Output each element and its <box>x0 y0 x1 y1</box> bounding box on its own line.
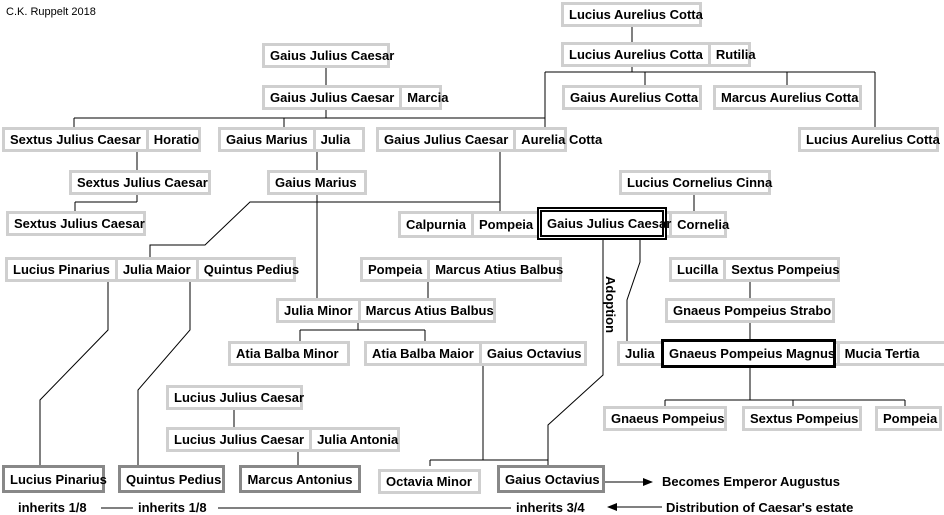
inherits-pinarius-label: inherits 1/8 <box>18 500 87 515</box>
person-name: Marcus Atius Balbus <box>427 260 568 279</box>
person-name: Sextus Pompeius <box>723 260 844 279</box>
author-credit: C.K. Ruppelt 2018 <box>6 6 96 18</box>
person-name: Gaius Marius <box>275 175 357 190</box>
person-name: Lucilla <box>677 262 719 277</box>
person-name: Gnaeus Pompeius <box>611 411 725 426</box>
person-name: Gaius Octavius <box>505 471 600 487</box>
estate-distribution-label: Distribution of Caesar's estate <box>666 500 854 515</box>
node-gnaeus-pompeius-magnus: Gnaeus Pompeius Magnus <box>661 339 836 368</box>
person-name: Marcus Atius Balbus <box>357 301 499 320</box>
person-name: Lucius Cornelius Cinna <box>627 175 773 190</box>
node-quintus-pedius-heir: Quintus Pedius <box>118 465 225 493</box>
node-gaius-julius-caesar-dictator: Gaius Julius Caesar <box>537 207 671 240</box>
node-pompeia-daughter: Pompeia <box>875 406 942 431</box>
node-gaius-julius-caesar-marcia: Gaius Julius Caesar Marcia <box>262 85 448 110</box>
adoption-text: Adoption <box>603 276 618 334</box>
node-lucius-pinarius-heir: Lucius Pinarius <box>2 465 107 493</box>
person-name: Gaius Julius Caesar <box>270 48 395 63</box>
person-name: Pompeia <box>883 411 938 426</box>
inherits-octavius-label: inherits 3/4 <box>516 500 585 515</box>
person-name: Gaius Julius Caesar <box>547 216 672 231</box>
node-gaius-julius-caesar-elder: Gaius Julius Caesar <box>262 43 394 68</box>
node-lucilla-sextus-pompeius: Lucilla Sextus Pompeius <box>669 257 840 282</box>
node-sextus-pompeius-son: Sextus Pompeius <box>742 406 862 431</box>
person-name: Mucia Tertia <box>836 344 925 363</box>
adoption-label: Adoption <box>598 276 618 336</box>
person-name: Sextus Julius Caesar <box>14 216 145 231</box>
node-lucius-aurelius-cotta-elder: Lucius Aurelius Cotta <box>561 2 703 27</box>
node-gaius-aurelius-cotta: Gaius Aurelius Cotta <box>562 85 702 110</box>
person-name: Gaius Aurelius Cotta <box>570 90 699 105</box>
person-name: Aurelia Cotta <box>513 130 607 149</box>
person-name: Marcia <box>399 88 453 107</box>
inherits-pedius-label: inherits 1/8 <box>138 500 207 515</box>
person-name: Quintus Pedius <box>126 471 222 487</box>
node-lucius-aurelius-cotta-rutilia: Lucius Aurelius Cotta Rutilia <box>561 42 756 67</box>
node-lucius-julius-caesar-julia-antonia: Lucius Julius Caesar Julia Antonia <box>166 427 400 452</box>
node-julia-maior-marriages: Lucius Pinarius Julia Maior Quintus Pedi… <box>5 257 299 282</box>
person-name: Lucius Aurelius Cotta <box>806 132 940 147</box>
node-atia-balba-minor: Atia Balba Minor <box>228 341 350 366</box>
person-name: Horatio <box>145 130 205 149</box>
person-name: Cornelia <box>669 214 734 235</box>
person-name: Gaius Julius Caesar <box>270 90 395 105</box>
person-name: Julia Antonia <box>309 430 403 449</box>
person-name: Gnaeus Pompeius Strabo <box>673 303 832 318</box>
person-name: Pompeia <box>470 214 538 235</box>
person-name: Lucius Aurelius Cotta <box>569 7 703 22</box>
node-octavia-minor: Octavia Minor <box>378 469 481 494</box>
node-gaius-octavius-heir: Gaius Octavius <box>497 465 605 493</box>
person-name: Julia Minor <box>284 303 353 318</box>
person-name: Lucius Aurelius Cotta <box>569 47 703 62</box>
node-atia-balba-maior-gaius-octavius: Atia Balba Maior Gaius Octavius <box>364 341 587 366</box>
person-name: Gaius Octavius <box>478 344 587 363</box>
person-name: Sextus Julius Caesar <box>10 132 141 147</box>
person-name: Marcus Aurelius Cotta <box>721 90 859 105</box>
emperor-augustus-label: Becomes Emperor Augustus <box>662 474 840 489</box>
person-name: Pompeia <box>368 262 423 277</box>
node-pompeia-marcus-atius-balbus: Pompeia Marcus Atius Balbus <box>360 257 563 282</box>
person-name: Lucius Pinarius <box>13 262 110 277</box>
node-gnaeus-pompeius-strabo: Gnaeus Pompeius Strabo <box>665 298 835 323</box>
node-sextus-julius-caesar-horatio: Sextus Julius Caesar Horatio <box>2 127 201 152</box>
person-name: Julia <box>312 130 356 149</box>
node-gnaeus-pompeius: Gnaeus Pompeius <box>603 406 727 431</box>
node-lucius-aurelius-cotta-younger: Lucius Aurelius Cotta <box>798 127 940 152</box>
person-name: Sextus Pompeius <box>750 411 859 426</box>
person-name: Julia Maior <box>114 260 196 279</box>
person-name: Sextus Julius Caesar <box>77 175 208 190</box>
node-marcus-aurelius-cotta: Marcus Aurelius Cotta <box>713 85 862 110</box>
node-marcus-antonius: Marcus Antonius <box>239 465 361 493</box>
person-name: Octavia Minor <box>386 474 472 489</box>
node-sextus-julius-caesar-son: Sextus Julius Caesar <box>69 170 211 195</box>
person-name: Gnaeus Pompeius Magnus <box>669 346 836 361</box>
node-gaius-marius-younger: Gaius Marius <box>267 170 367 195</box>
node-lucius-cornelius-cinna: Lucius Cornelius Cinna <box>619 170 772 195</box>
person-name: Gaius Marius <box>226 132 308 147</box>
person-name: Lucius Julius Caesar <box>174 432 305 447</box>
node-sextus-julius-caesar-grandson: Sextus Julius Caesar <box>6 211 146 236</box>
person-name: Rutilia <box>707 45 761 64</box>
node-julia-minor-marcus-atius-balbus: Julia Minor Marcus Atius Balbus <box>276 298 496 323</box>
person-name: Marcus Antonius <box>247 471 353 487</box>
node-lucius-julius-caesar-elder: Lucius Julius Caesar <box>166 385 304 410</box>
person-name: Calpurnia <box>406 217 466 232</box>
person-name: Lucius Pinarius <box>10 471 107 487</box>
person-name: Atia Balba Minor <box>236 346 339 361</box>
person-name: Lucius Julius Caesar <box>174 390 305 405</box>
person-name: Julia <box>625 346 655 361</box>
node-gaius-marius-julia: Gaius Marius Julia <box>218 127 365 152</box>
person-name: Quintus Pedius <box>195 260 304 279</box>
person-name: Gaius Julius Caesar <box>384 132 509 147</box>
person-name: Atia Balba Maior <box>372 346 474 361</box>
node-gaius-julius-caesar-aurelia-cotta: Gaius Julius Caesar Aurelia Cotta <box>376 127 602 152</box>
